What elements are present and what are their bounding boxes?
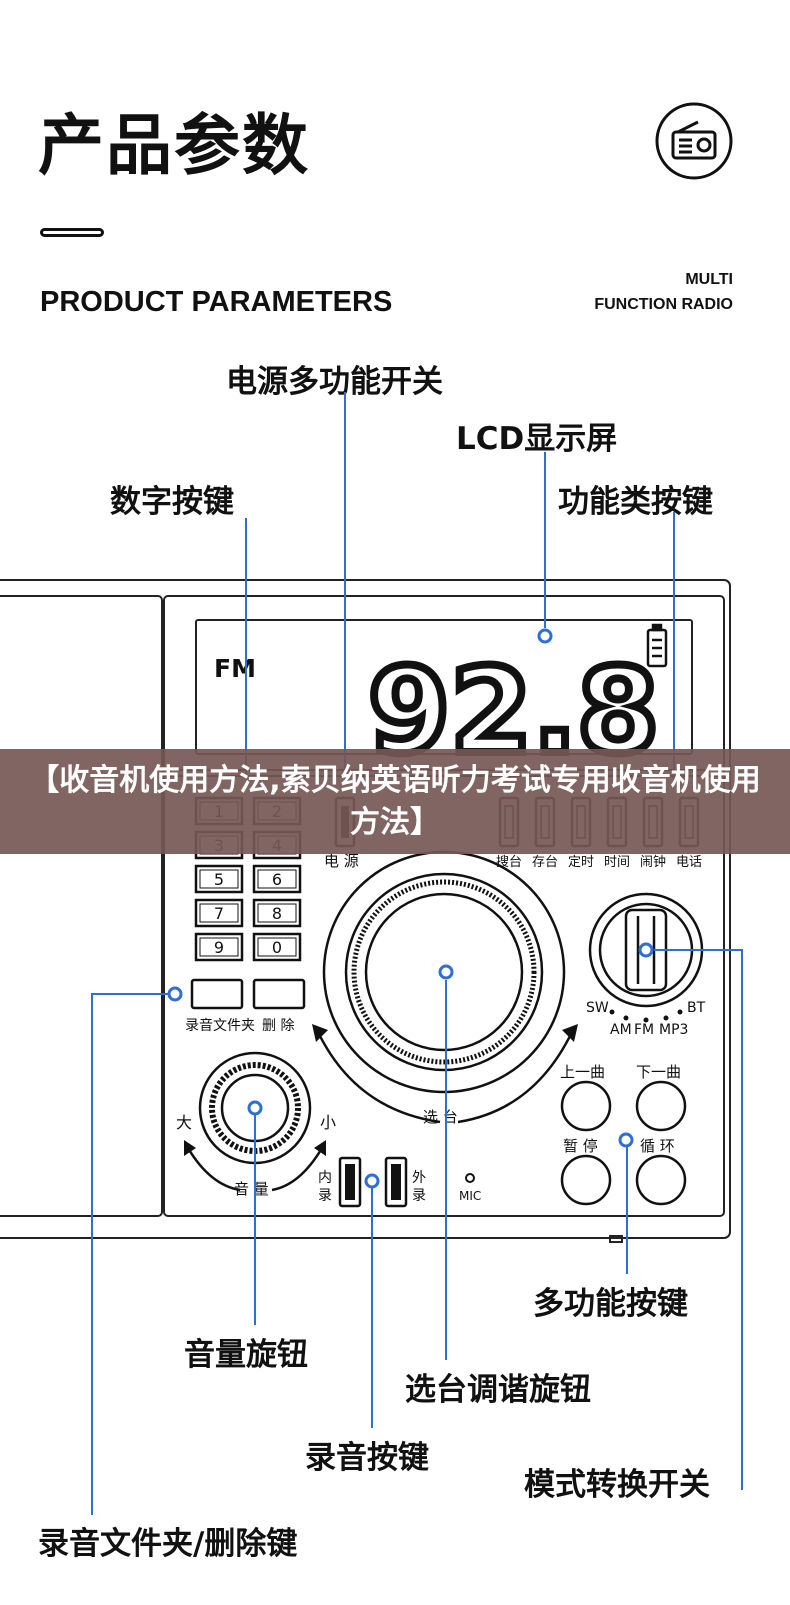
callout-mode-switch: 模式转换开关 — [524, 1467, 710, 1503]
prev-track-button[interactable] — [560, 1080, 612, 1132]
delete-button[interactable] — [252, 978, 306, 1010]
leader-lines — [91, 392, 743, 1515]
number-key-7[interactable] — [194, 898, 244, 928]
number-key-5[interactable] — [194, 864, 244, 894]
callout-function-keys: 功能类按键 — [558, 484, 713, 520]
tuning-label: 选 台 — [423, 1108, 458, 1126]
number-key-8[interactable] — [252, 898, 302, 928]
folder-label: 录音文件夹 — [185, 1017, 255, 1034]
function-button-label: 闹钟 — [640, 854, 666, 870]
radio-body — [0, 579, 731, 1239]
number-key-9[interactable] — [194, 932, 244, 962]
callout-record-keys: 录音按键 — [305, 1440, 429, 1476]
volume-label: 音 量 — [234, 1180, 269, 1198]
radio-icon — [655, 102, 733, 180]
number-key-0[interactable] — [252, 932, 302, 962]
mode-mp3: MP3 — [659, 1022, 688, 1038]
callout-volume-knob: 音量旋钮 — [184, 1337, 308, 1373]
number-key-label: 6 — [272, 870, 282, 889]
function-button-label: 搜台 — [496, 855, 522, 870]
mode-am: AM — [610, 1022, 632, 1038]
title-underline — [40, 228, 104, 237]
callout-folder-delete: 录音文件夹/删除键 — [38, 1526, 298, 1562]
folder-button[interactable] — [190, 978, 244, 1010]
mic-icon — [465, 1173, 475, 1183]
leader-dots — [167, 628, 654, 1189]
lcd-band: FM — [214, 654, 256, 683]
badge-line-2: FUNCTION RADIO — [594, 296, 733, 313]
number-key-label: 5 — [214, 870, 224, 889]
loop-button[interactable] — [635, 1154, 687, 1206]
mode-fm: FM — [634, 1022, 654, 1038]
external-record-switch[interactable] — [384, 1156, 408, 1208]
next-track-label: 下一曲 — [636, 1063, 681, 1081]
internal-record-switch[interactable] — [338, 1156, 362, 1208]
mode-bt: BT — [687, 1000, 706, 1016]
number-key-label: 7 — [214, 904, 224, 923]
rec-external-2: 录 — [412, 1188, 426, 1204]
page-title-cn: 产品参数 — [38, 107, 310, 184]
mode-sw: SW — [586, 1000, 609, 1016]
number-key-label: 0 — [272, 938, 282, 957]
callout-lcd: LCD显示屏 — [456, 421, 618, 457]
title-banner: 【收音机使用方法,索贝纳英语听力考试专用收音机使用方法】 — [0, 749, 790, 854]
battery-icon — [646, 623, 668, 668]
pause-button[interactable] — [560, 1154, 612, 1206]
rec-internal-1: 内 — [318, 1170, 332, 1186]
page-title-en: PRODUCT PARAMETERS — [40, 286, 393, 318]
rec-external-1: 外 — [412, 1170, 426, 1186]
function-button-label: 时间 — [604, 855, 630, 870]
badge-line-1: MULTI — [685, 271, 733, 288]
pause-label: 暂 停 — [563, 1137, 598, 1155]
mic-label: MIC — [459, 1189, 481, 1203]
function-button-label: 电话 — [676, 855, 702, 870]
rec-internal-2: 录 — [318, 1188, 332, 1204]
next-track-button[interactable] — [635, 1080, 687, 1132]
callout-number-keys: 数字按键 — [110, 484, 234, 520]
callout-power-switch: 电源多功能开关 — [226, 364, 443, 400]
delete-label: 删 除 — [262, 1018, 294, 1034]
power-label: 电 源 — [324, 852, 359, 870]
loop-label: 循 环 — [640, 1137, 675, 1155]
number-key-6[interactable] — [252, 864, 302, 894]
volume-big-label: 大 — [176, 1113, 192, 1132]
function-button-label: 定时 — [568, 855, 594, 870]
number-key-label: 8 — [272, 904, 282, 923]
prev-track-label: 上一曲 — [560, 1063, 605, 1081]
number-key-label: 9 — [214, 938, 224, 957]
callout-multi-keys: 多功能按键 — [533, 1286, 688, 1322]
speaker-grille — [0, 595, 163, 1217]
function-button-label: 存台 — [532, 855, 558, 870]
volume-small-label: 小 — [320, 1113, 336, 1132]
callout-tuning-knob: 选台调谐旋钮 — [405, 1372, 591, 1408]
